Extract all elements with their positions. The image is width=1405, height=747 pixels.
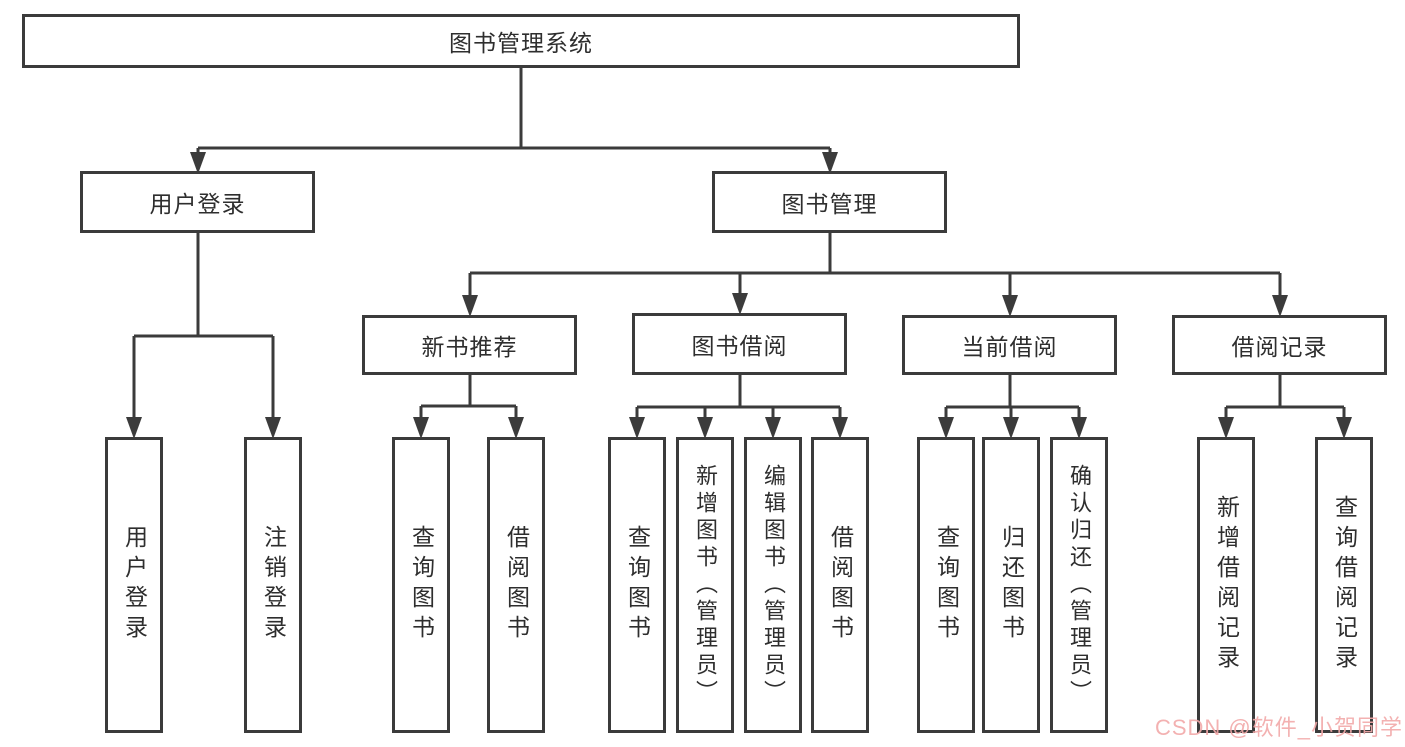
leaf-label: 查询图书 — [624, 525, 651, 645]
node-current-borrow: 当前借阅 — [902, 315, 1117, 375]
leaf-logout: 注销登录 — [244, 437, 302, 733]
leaf-label: 归还图书 — [998, 525, 1025, 645]
leaf-query-books-recommend: 查询图书 — [392, 437, 450, 733]
connector-user-login — [126, 233, 281, 439]
leaf-label: 确认归还（管理员） — [1067, 463, 1092, 707]
leaf-user-login: 用户登录 — [105, 437, 163, 733]
leaf-label: 注销登录 — [260, 525, 287, 645]
leaf-add-borrow-record: 新增借阅记录 — [1197, 437, 1255, 733]
leaf-label: 查询借阅记录 — [1331, 495, 1358, 675]
leaf-label: 借阅图书 — [503, 525, 530, 645]
node-new-book-recommend: 新书推荐 — [362, 315, 577, 375]
leaf-label: 编辑图书（管理员） — [761, 463, 786, 707]
leaf-query-borrow-record: 查询借阅记录 — [1315, 437, 1373, 733]
leaf-confirm-return-admin: 确认归还（管理员） — [1050, 437, 1108, 733]
leaf-borrow-books-recommend: 借阅图书 — [487, 437, 545, 733]
node-book-borrow: 图书借阅 — [632, 313, 847, 375]
leaf-edit-books-admin: 编辑图书（管理员） — [744, 437, 802, 733]
node-borrow-records: 借阅记录 — [1172, 315, 1387, 375]
connector-book-management — [462, 233, 1288, 317]
leaf-query-books-current: 查询图书 — [917, 437, 975, 733]
connector-new-book-recommend — [413, 375, 524, 439]
node-root: 图书管理系统 — [22, 14, 1020, 68]
leaf-label: 新增借阅记录 — [1213, 495, 1240, 675]
node-book-management: 图书管理 — [712, 171, 947, 233]
connector-borrow-records — [1218, 375, 1352, 439]
leaf-borrow-books: 借阅图书 — [811, 437, 869, 733]
leaf-label: 新增图书（管理员） — [693, 463, 718, 707]
leaf-add-books-admin: 新增图书（管理员） — [676, 437, 734, 733]
connector-root — [190, 68, 838, 174]
connector-current-borrow — [938, 375, 1087, 439]
leaf-label: 用户登录 — [121, 525, 148, 645]
connector-book-borrow — [629, 375, 848, 439]
leaf-label: 借阅图书 — [827, 525, 854, 645]
leaf-query-books-borrow: 查询图书 — [608, 437, 666, 733]
leaf-return-books: 归还图书 — [982, 437, 1040, 733]
leaf-label: 查询图书 — [408, 525, 435, 645]
node-user-login: 用户登录 — [80, 171, 315, 233]
leaf-label: 查询图书 — [933, 525, 960, 645]
